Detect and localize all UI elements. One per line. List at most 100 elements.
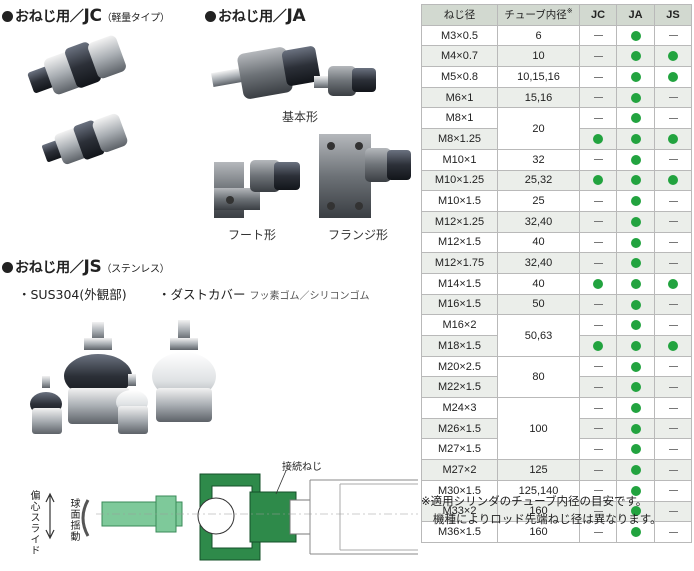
unavailable-dash-icon [593,428,603,430]
slide-arrow-icon [45,492,55,540]
cross-section-diagram [45,470,418,561]
available-dot-icon [630,216,641,227]
footnote-line-2: 機種によりロッド先端ねじ径は異なります。 [433,512,662,526]
cell-js [654,252,692,274]
cell-jc [579,107,617,130]
cell-ja [616,438,655,461]
cell-thread: M14×1.5 [421,272,498,295]
cell-bore: 20 [497,107,580,150]
available-dot-icon [630,485,641,496]
ja-flange-photo [319,134,411,218]
cell-bore: 25,32 [497,169,580,192]
cell-ja [616,128,655,150]
available-dot-icon [630,382,641,393]
header-bore: チューブ内径※ [497,4,580,26]
cell-bore: 40 [497,272,580,295]
cell-thread: M22×1.5 [421,376,498,399]
cell-js [654,210,692,233]
cell-js [654,293,692,316]
callout-connection-thread: 接続ねじ [282,462,322,473]
cell-js [654,521,692,543]
available-dot-icon [630,340,641,351]
unavailable-dash-icon [593,159,603,161]
available-dot-icon [668,278,678,289]
unavailable-dash-icon [593,76,603,78]
table-row: M18×1.5 [421,335,692,357]
cell-js [654,438,692,461]
unavailable-dash-icon [668,242,678,243]
cell-thread: M20×2.5 [421,355,498,378]
feature-dust-cover: ・ダストカバー フッ素ゴム／シリコンゴム [158,287,370,302]
available-dot-icon [668,72,678,82]
available-dot-icon [668,175,678,186]
cell-bore: 50,63 [497,314,580,357]
cell-js [654,397,692,419]
cell-ja [616,376,655,399]
jc-joint-photo-large [27,35,126,95]
cell-js [654,169,692,192]
cell-bore: 160 [497,521,580,543]
swing-arrow-icon [81,499,90,537]
unavailable-dash-icon [668,469,678,471]
unavailable-dash-icon [668,428,678,430]
unavailable-dash-icon [668,159,678,161]
cell-thread: M8×1 [421,107,498,130]
cell-bore: 6 [497,24,580,47]
cell-bore: 15,16 [497,86,580,109]
unavailable-dash-icon [593,510,603,512]
cell-js [654,314,692,336]
cell-jc [579,190,617,212]
heading-js: おねじ用／JS（ステンレス） [2,257,170,277]
available-dot-icon [668,134,678,145]
cell-js [654,107,692,130]
cell-bore: 80 [497,355,580,399]
cell-jc [579,169,617,192]
cell-js [654,459,692,481]
unavailable-dash-icon [593,262,603,264]
cell-thread: M5×0.8 [421,66,498,88]
available-dot-icon [630,154,641,165]
cell-jc [579,252,617,274]
cell-jc [579,148,617,171]
cell-bore: 10 [497,45,580,68]
cell-js [654,148,692,171]
cell-ja [616,272,655,295]
cell-bore: 32,40 [497,252,580,274]
cell-jc [579,231,617,254]
cell-js [654,272,692,295]
cell-js [654,500,692,523]
cell-js [654,45,692,68]
table-row: M27×1.5 [421,438,692,461]
unavailable-dash-icon [668,407,678,409]
cell-thread: M10×1.25 [421,169,498,192]
ja-foot-photo [214,160,300,218]
cell-js [654,231,692,254]
unavailable-dash-icon [593,221,603,223]
cell-thread: M8×1.25 [421,128,498,150]
cell-thread: M36×1.5 [421,521,498,543]
cell-js [654,66,692,88]
cell-jc [579,355,617,378]
cell-thread: M24×3 [421,397,498,419]
table-row: M8×1.25 [421,128,692,150]
unavailable-dash-icon [668,221,678,223]
available-dot-icon [668,51,678,62]
available-dot-icon [630,30,641,41]
available-dot-icon [630,113,641,124]
jc-joint-photo-small [42,113,128,165]
available-dot-icon [593,278,603,289]
cell-jc [579,397,617,419]
cell-jc [579,45,617,68]
cell-ja [616,66,655,88]
unavailable-dash-icon [593,55,603,57]
cell-jc [579,335,617,357]
cell-thread: M16×1.5 [421,293,498,316]
unavailable-dash-icon [668,200,678,202]
cell-ja [616,355,655,378]
available-dot-icon [630,299,641,310]
